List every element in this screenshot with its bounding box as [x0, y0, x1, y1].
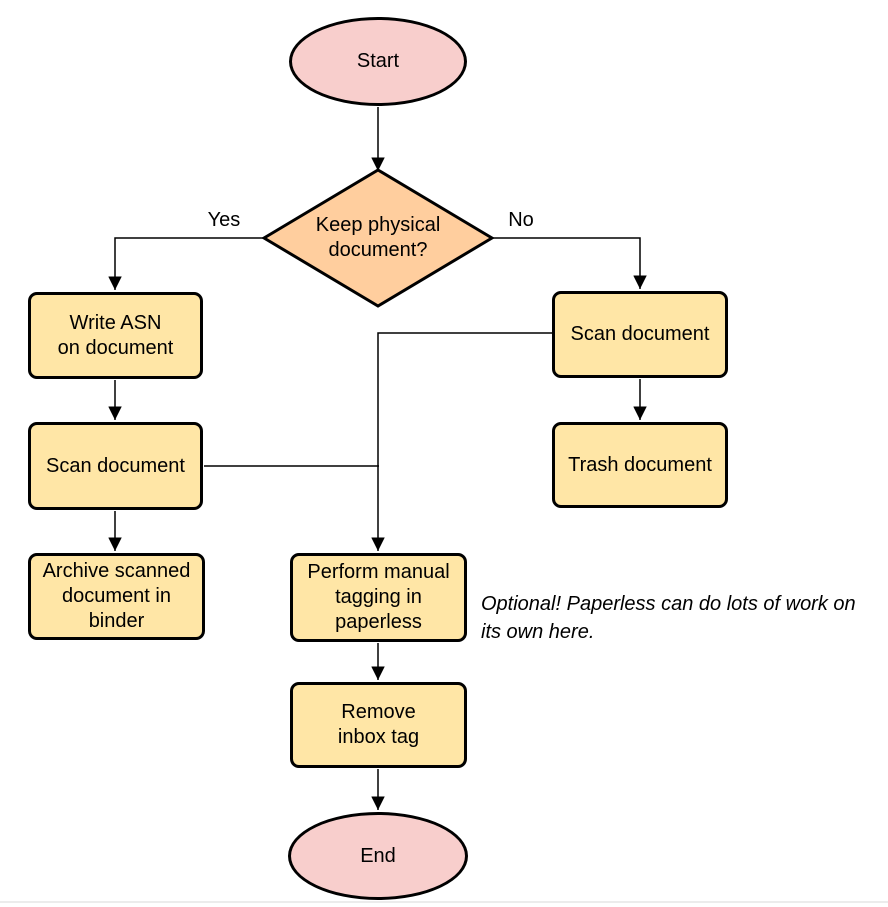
edge-scan-right-tagging	[371, 332, 552, 551]
node-end: End	[288, 812, 468, 900]
node-label: End	[360, 844, 396, 867]
node-label: Scan document	[46, 454, 185, 477]
node-scan-document-left: Scan document	[28, 422, 203, 510]
diamond-shape	[262, 168, 494, 308]
edge-decision-scan-right	[490, 237, 647, 289]
node-scan-document-right: Scan document	[552, 291, 728, 378]
node-manual-tagging: Perform manual tagging in paperless	[290, 553, 467, 642]
page-bottom-divider	[0, 901, 888, 903]
node-label: Write ASN on document	[57, 311, 174, 359]
edge-decision-write-asn	[108, 237, 266, 290]
node-label: Trash document	[568, 453, 712, 476]
edge-label-no: No	[508, 209, 534, 231]
node-write-asn: Write ASN on document	[28, 292, 203, 379]
node-label: Remove inbox tag	[337, 701, 420, 748]
annotation-note: Optional! Paperless can do lots of work …	[481, 593, 856, 643]
node-trash-document: Trash document	[552, 422, 728, 508]
node-archive-binder: Archive scanned document in binder	[28, 553, 205, 640]
node-label: Perform manual tagging in paperless	[307, 561, 450, 633]
node-remove-inbox-tag: Remove inbox tag	[290, 682, 467, 768]
node-label: Archive scanned document in binder	[42, 560, 191, 632]
node-label: Scan document	[570, 323, 710, 345]
node-start: Start	[289, 17, 467, 106]
edge-label-yes: Yes	[207, 209, 241, 231]
node-label: Start	[356, 50, 400, 72]
node-decision: Keep physical document?	[262, 168, 494, 308]
node-label: Keep physical document?	[315, 214, 441, 261]
